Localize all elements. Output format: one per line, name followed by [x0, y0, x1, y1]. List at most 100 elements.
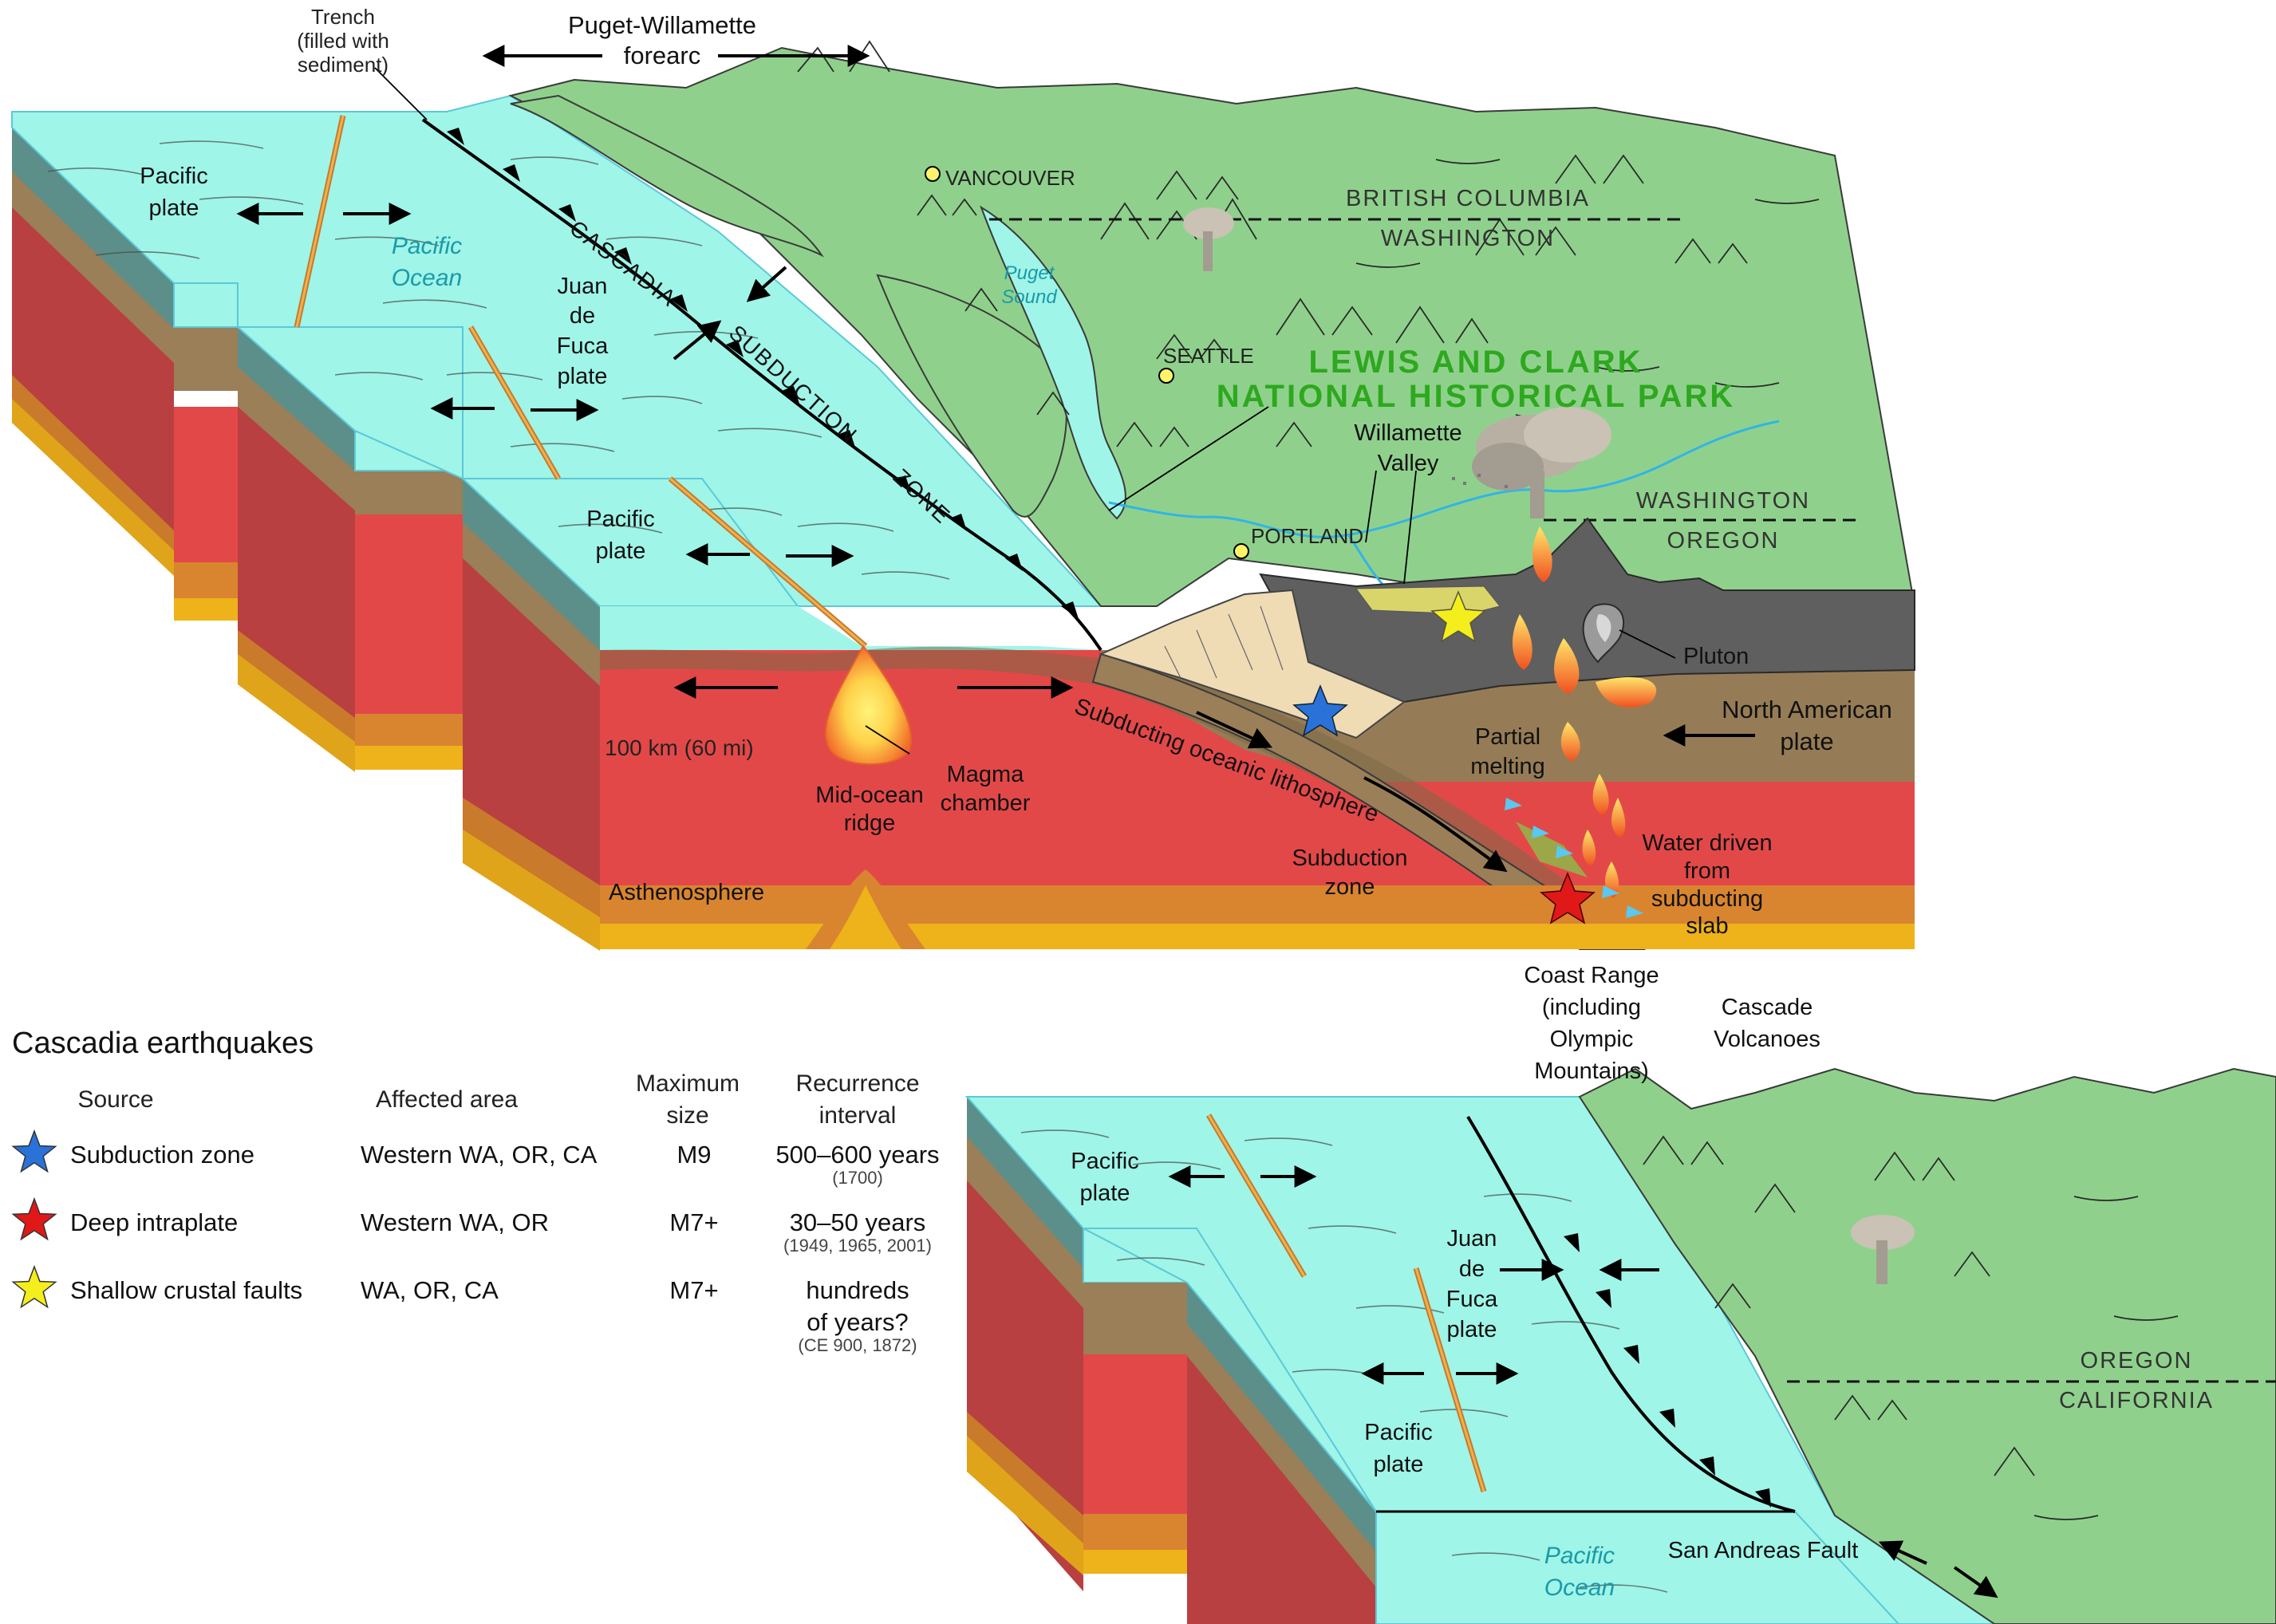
- forearc-label-2: forearc: [624, 41, 700, 69]
- columbia-river: [1108, 420, 1780, 538]
- header-area: Affected area: [376, 1086, 518, 1113]
- magma-b: chamber: [941, 790, 1031, 816]
- partial-melting-b: melting: [1470, 754, 1545, 779]
- legend-table: Cascadia earthquakes Source Affected are…: [11, 1027, 940, 1355]
- na-plate-a: North American: [1722, 696, 1892, 723]
- olympic-peninsula: [876, 274, 1067, 518]
- pacific-plate-2-b: plate: [596, 538, 646, 564]
- coast-range-a: Coast Range: [1524, 963, 1659, 988]
- legend-area-1: Western WA, OR: [361, 1208, 549, 1236]
- sz-lower-a: Subduction: [1292, 846, 1407, 871]
- na-plate-b: plate: [1780, 727, 1833, 755]
- water-d: slab: [1686, 913, 1728, 939]
- jdf-1-c: Fuca: [557, 333, 609, 359]
- jdf-2-c: Fuca: [1446, 1287, 1498, 1312]
- pacific-ocean-2-a: Pacific: [1544, 1543, 1615, 1569]
- willamette-a: Willamette: [1354, 420, 1461, 446]
- pacific-plate-1-b: plate: [149, 195, 199, 221]
- park-label-2: NATIONAL HISTORICAL PARK: [1217, 379, 1736, 414]
- water-b: from: [1684, 858, 1730, 884]
- legend-star-0: [11, 1129, 57, 1173]
- vancouver-label: VANCOUVER: [945, 166, 1075, 190]
- forearc-label-1: Puget-Willamette: [568, 11, 756, 39]
- cascade-volcanoes-b: Volcanoes: [1714, 1027, 1820, 1052]
- legend-source-0: Subduction zone: [70, 1141, 254, 1169]
- pacific-ocean-1-a: Pacific: [392, 233, 462, 259]
- pacific-ocean-2-b: Ocean: [1544, 1575, 1615, 1601]
- left-slices: [12, 128, 600, 951]
- puget-sound-water: [980, 205, 1126, 520]
- jdf-2-a: Juan: [1447, 1226, 1497, 1252]
- water-c: subducting: [1651, 886, 1763, 912]
- legend-note-2: (CE 900, 1872): [798, 1335, 917, 1355]
- or-label-1: OREGON: [1667, 528, 1780, 554]
- header-source: Source: [77, 1086, 153, 1113]
- asthenosphere-label: Asthenosphere: [609, 880, 764, 905]
- lower-volcano-plume: [1851, 1215, 1915, 1284]
- seattle-label: SEATTLE: [1163, 344, 1254, 368]
- front-face: [600, 606, 1915, 950]
- crustal-fault-star: [1430, 590, 1486, 643]
- legend-star-2: [11, 1264, 57, 1309]
- mor-a: Mid-ocean: [815, 782, 923, 808]
- legend-note-1: (1949, 1965, 2001): [783, 1236, 932, 1255]
- coast-range-b: (including: [1542, 995, 1641, 1020]
- water-a: Water driven: [1642, 830, 1772, 856]
- magma-a: Magma: [947, 762, 1025, 787]
- pacific-plate-2-a: Pacific: [586, 507, 654, 532]
- subduction-star: [1292, 684, 1348, 737]
- legend-area-2: WA, OR, CA: [361, 1276, 499, 1304]
- header-recurrence-b: interval: [819, 1102, 897, 1129]
- pacific-plate-4-a: Pacific: [1364, 1420, 1432, 1445]
- small-volcano-plume: [1183, 207, 1234, 271]
- deep-intraplate-star: [1540, 872, 1596, 924]
- or-label-2: OREGON: [2081, 1348, 2193, 1374]
- puget-sound-b: Sound: [1001, 286, 1057, 308]
- lower-arrows: [1168, 1165, 1998, 1598]
- legend-recurrence-0-0: 500–600 years: [775, 1141, 939, 1169]
- partial-melting-a: Partial: [1475, 724, 1540, 750]
- arc-crust: [1259, 517, 1915, 704]
- bc-label: BRITISH COLUMBIA: [1346, 186, 1590, 211]
- jdf-1-a: Juan: [558, 274, 608, 299]
- legend-recurrence-2-1: of years?: [807, 1308, 909, 1336]
- jdf-2-b: de: [1459, 1256, 1485, 1282]
- subduction-fault: [421, 118, 1102, 652]
- pacific-plate-4-b: plate: [1374, 1452, 1424, 1477]
- pacific-plate-3-b: plate: [1080, 1181, 1130, 1206]
- portland-label: PORTLAND: [1251, 524, 1363, 548]
- cascade-volcanoes-a: Cascade: [1722, 995, 1813, 1020]
- pacific-plate-3-a: Pacific: [1071, 1149, 1138, 1174]
- ridge-lines: [294, 115, 868, 648]
- trench-label-1: Trench: [311, 5, 375, 29]
- legend-source-2: Shallow crustal faults: [70, 1276, 302, 1304]
- san-andreas-label: San Andreas Fault: [1668, 1538, 1859, 1563]
- willamette-b: Valley: [1378, 451, 1439, 476]
- legend-star-1: [11, 1196, 57, 1241]
- pacific-ocean-1-b: Ocean: [392, 265, 462, 291]
- ca-label: CALIFORNIA: [2059, 1388, 2214, 1413]
- legend-area-0: Western WA, OR, CA: [361, 1141, 598, 1169]
- puget-sound-a: Puget: [1004, 262, 1055, 284]
- legend-note-0: (1700): [832, 1168, 883, 1188]
- sz-lower-b: zone: [1325, 874, 1375, 900]
- legend-size-1: M7+: [669, 1208, 718, 1236]
- legend-recurrence-2-0: hundreds: [806, 1276, 909, 1304]
